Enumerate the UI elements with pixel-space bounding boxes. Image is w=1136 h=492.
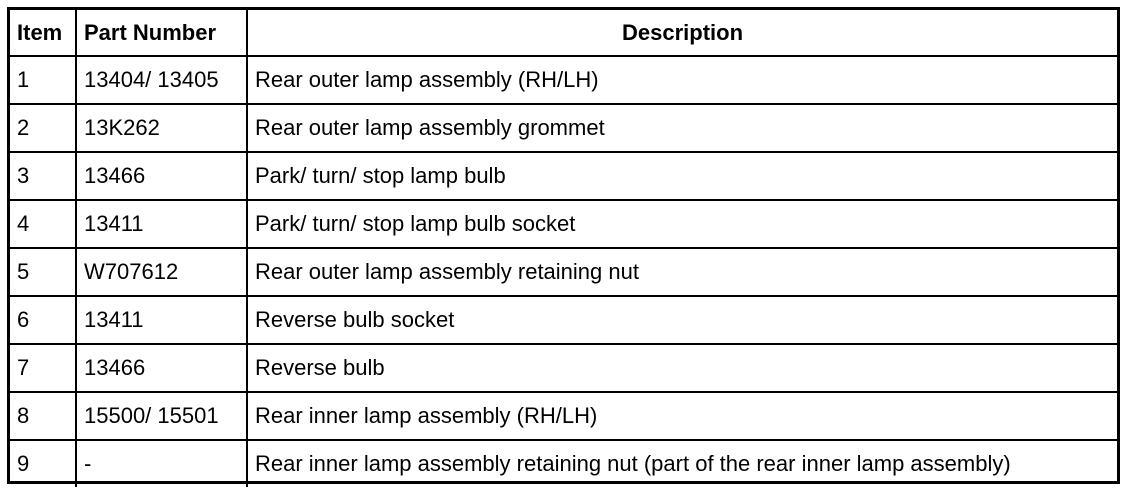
cell-part-number: 13466 — [75, 151, 248, 201]
cell-description: Rear inner lamp assembly (RH/LH) — [246, 391, 1117, 441]
cell-item: 6 — [10, 295, 77, 345]
table-row: 7 13466 Reverse bulb — [10, 343, 1117, 393]
table-row: 2 13K262 Rear outer lamp assembly gromme… — [10, 103, 1117, 153]
table-row: 9 - Rear inner lamp assembly retaining n… — [10, 439, 1117, 487]
table-row: 6 13411 Reverse bulb socket — [10, 295, 1117, 345]
cell-item: 9 — [10, 439, 77, 487]
cell-item: 5 — [10, 247, 77, 297]
header-description: Description — [246, 10, 1117, 57]
cell-part-number: 13466 — [75, 343, 248, 393]
cell-description: Rear outer lamp assembly retaining nut — [246, 247, 1117, 297]
cell-item: 7 — [10, 343, 77, 393]
cell-description: Rear outer lamp assembly grommet — [246, 103, 1117, 153]
cell-description: Park/ turn/ stop lamp bulb — [246, 151, 1117, 201]
cell-description: Rear outer lamp assembly (RH/LH) — [246, 55, 1117, 105]
cell-item: 2 — [10, 103, 77, 153]
cell-part-number: 13K262 — [75, 103, 248, 153]
table-row: 1 13404/ 13405 Rear outer lamp assembly … — [10, 55, 1117, 105]
cell-description: Reverse bulb socket — [246, 295, 1117, 345]
parts-table-container: Item Part Number Description 1 13404/ 13… — [7, 7, 1120, 487]
cell-part-number: 13404/ 13405 — [75, 55, 248, 105]
parts-table: Item Part Number Description 1 13404/ 13… — [10, 10, 1117, 487]
cell-part-number: 13411 — [75, 295, 248, 345]
table-row: 4 13411 Park/ turn/ stop lamp bulb socke… — [10, 199, 1117, 249]
cell-part-number: - — [75, 439, 248, 487]
table-row: 5 W707612 Rear outer lamp assembly retai… — [10, 247, 1117, 297]
cell-item: 8 — [10, 391, 77, 441]
table-row: 8 15500/ 15501 Rear inner lamp assembly … — [10, 391, 1117, 441]
cell-item: 1 — [10, 55, 77, 105]
cell-description: Park/ turn/ stop lamp bulb socket — [246, 199, 1117, 249]
cell-item: 4 — [10, 199, 77, 249]
header-item: Item — [10, 10, 77, 57]
table-header-row: Item Part Number Description — [10, 10, 1117, 57]
table-row: 3 13466 Park/ turn/ stop lamp bulb — [10, 151, 1117, 201]
cell-part-number: 15500/ 15501 — [75, 391, 248, 441]
cell-description: Reverse bulb — [246, 343, 1117, 393]
cell-description: Rear inner lamp assembly retaining nut (… — [246, 439, 1117, 487]
cell-item: 3 — [10, 151, 77, 201]
header-part-number: Part Number — [75, 10, 248, 57]
cell-part-number: W707612 — [75, 247, 248, 297]
cell-part-number: 13411 — [75, 199, 248, 249]
